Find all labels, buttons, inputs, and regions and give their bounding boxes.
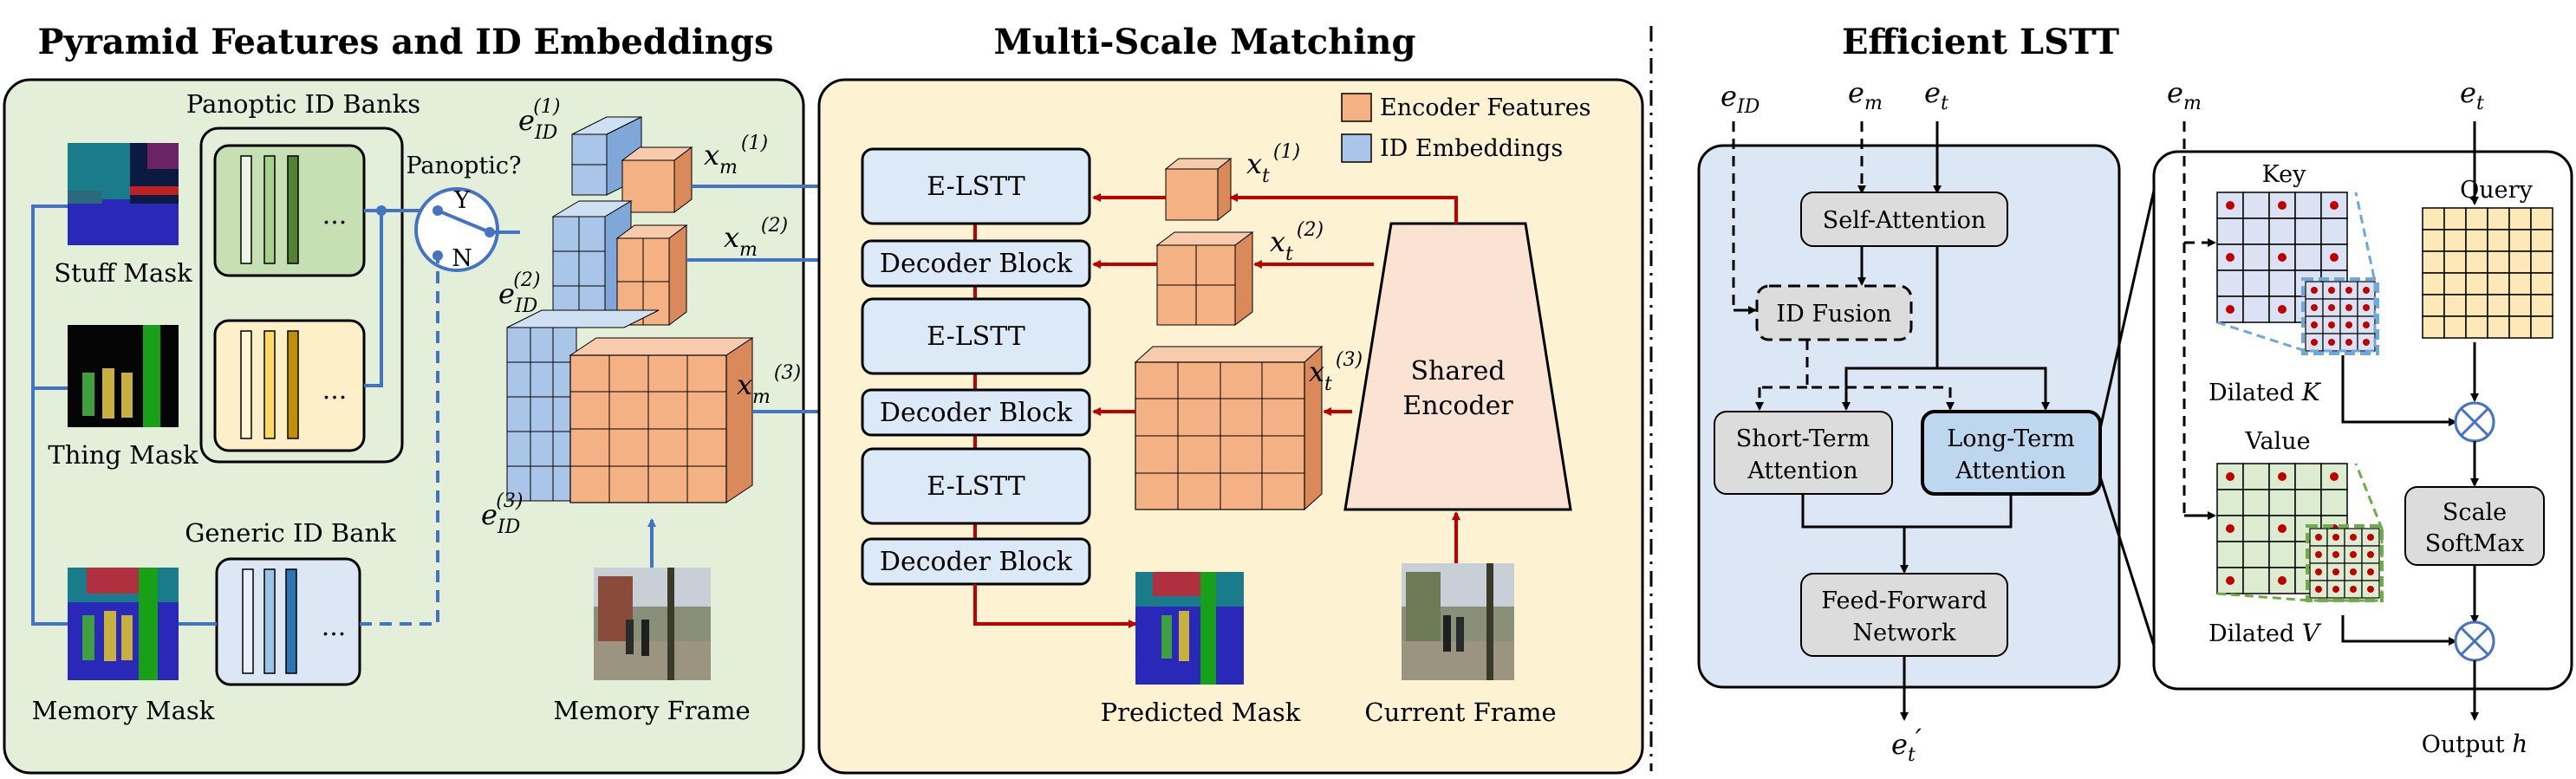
e-id-3-label: eID(3) [481, 490, 523, 538]
x-m-2-label: xm(2) [724, 215, 788, 261]
self-attention-block [1800, 192, 2008, 247]
generic-bank-label: Generic ID Bank [185, 518, 396, 548]
id-embedding-level-2 [551, 200, 633, 321]
detail-input-e-t: et [2460, 76, 2484, 114]
x-t-2-label: xt(2) [1270, 219, 1324, 265]
input-e-t: et [1924, 76, 1948, 114]
legend-encoder-label: Encoder Features [1380, 94, 1591, 121]
memory-mask-label: Memory Mask [32, 696, 215, 725]
e-id-1-label: eID(1) [518, 96, 560, 144]
elstt-block-1 [861, 147, 1091, 225]
panoptic-banks-label: Panoptic ID Banks [186, 89, 420, 119]
elstt-block-3-label: E-LSTT [927, 471, 1025, 502]
id-fusion-block [1755, 284, 1913, 341]
ffn-label-1: Feed-Forward [1821, 587, 1987, 614]
stuff-mask-label: Stuff Mask [54, 258, 192, 288]
input-e-m: em [1848, 76, 1883, 114]
thing-mask-image [68, 325, 179, 427]
dilated-v-label: Dilated V [2208, 619, 2322, 647]
shared-encoder-label-2: Encoder [1402, 391, 1513, 421]
predicted-mask-label: Predicted Mask [1101, 698, 1301, 727]
panoptic-switch-label: Panoptic? [406, 153, 521, 179]
decoder-block-2-label: Decoder Block [880, 398, 1073, 428]
elstt-block-1-label: E-LSTT [927, 172, 1025, 202]
x-t-1-label: xt(1) [1246, 141, 1300, 187]
elstt-block-2 [861, 297, 1091, 375]
encoder-feature-level-3 [569, 337, 754, 503]
mask-connector-line [31, 204, 68, 626]
decoder-block-1-label: Decoder Block [880, 249, 1073, 279]
current-frame-image [1402, 563, 1514, 680]
softmax-label: SoftMax [2425, 530, 2525, 557]
query-grid [2422, 207, 2553, 339]
elstt-block-3 [861, 447, 1091, 525]
memory-frame-label: Memory Frame [553, 696, 750, 725]
thing-bank-ellipsis: ... [322, 375, 348, 406]
pyramid-section-title: Pyramid Features and ID Embeddings [38, 22, 774, 62]
generic-bank-ellipsis: ... [322, 612, 347, 642]
e-id-2-label: eID(2) [498, 269, 540, 317]
predicted-mask-image [1135, 572, 1244, 685]
switch-yes: Y [453, 187, 471, 214]
dilated-k-label: Dilated K [2208, 378, 2322, 406]
lstt-section-title: Efficient LSTT [1842, 22, 2119, 62]
id-fusion-label: ID Fusion [1776, 301, 1891, 328]
memory-frame-image [594, 568, 711, 680]
encoder-feature-xt-3 [1134, 345, 1324, 511]
legend-id-label: ID Embeddings [1380, 135, 1563, 162]
encoder-feature-xt-1 [1164, 157, 1233, 222]
x-m-3-label: xm(3) [737, 362, 801, 408]
output-e-t-prime: et′ [1891, 723, 1922, 766]
value-grid [2216, 463, 2384, 602]
lstt-panel [1697, 144, 2121, 689]
stuff-mask-image [68, 143, 179, 245]
current-frame-label: Current Frame [1364, 698, 1556, 727]
thing-mask-label: Thing Mask [48, 440, 198, 470]
key-label: Key [2262, 161, 2306, 188]
x-t-3-label: xt(3) [1309, 349, 1363, 395]
switch-no: N [452, 245, 472, 272]
encoder-feature-level-1 [621, 146, 693, 213]
elstt-block-2-label: E-LSTT [927, 321, 1025, 352]
query-label: Query [2460, 177, 2533, 204]
memory-mask-image [68, 568, 179, 680]
decoder-block-3-label: Decoder Block [880, 547, 1073, 577]
ffn-label-2: Network [1852, 620, 1956, 646]
short-term-label-1: Short-Term [1736, 425, 1870, 452]
decoder-block-2 [861, 388, 1091, 437]
decoder-block-1 [861, 239, 1091, 288]
scale-label: Scale [2443, 499, 2507, 526]
long-term-label-1: Long-Term [1947, 425, 2074, 452]
encoder-feature-xt-2 [1155, 231, 1254, 326]
legend-encoder-swatch [1341, 93, 1372, 122]
short-term-label-2: Attention [1747, 458, 1857, 484]
input-e-id: eID [1721, 80, 1760, 118]
shared-encoder-label-1: Shared [1410, 356, 1505, 386]
id-embedding-level-3 [506, 309, 660, 502]
legend-id-swatch [1341, 133, 1372, 163]
key-grid [2216, 192, 2379, 355]
detail-input-e-m: em [2167, 76, 2202, 114]
value-label: Value [2244, 428, 2310, 455]
x-m-1-label: xm(1) [704, 133, 768, 179]
stuff-bank-ellipsis: ... [322, 200, 348, 230]
shared-encoder [1343, 222, 1572, 511]
self-attention-label: Self-Attention [1823, 207, 1987, 234]
matching-section-title: Multi-Scale Matching [994, 22, 1416, 62]
long-term-label-2: Attention [1955, 458, 2065, 484]
output-h-label: Output h [2422, 730, 2528, 758]
